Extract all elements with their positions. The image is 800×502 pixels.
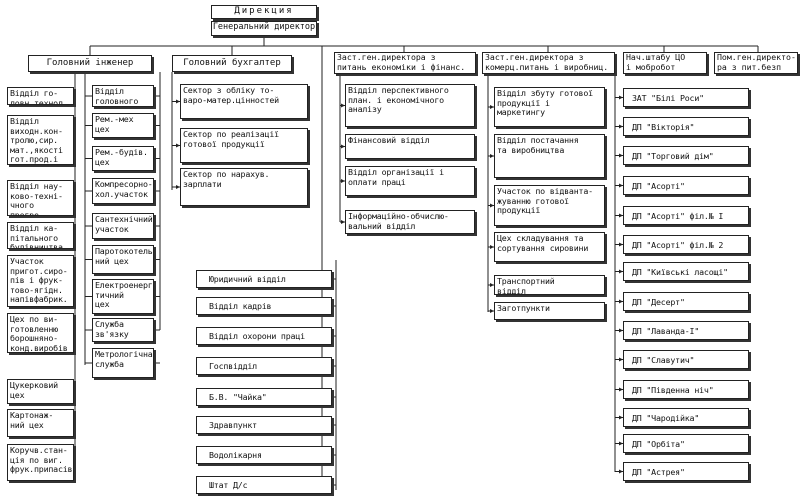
accountant-sector: Сектор по нарахув. зарплати — [180, 168, 308, 206]
commerce-unit: Заготпункти — [494, 302, 605, 320]
engineer-left-unit: Відділ нау- ково-техні- чного прогре- су — [7, 180, 74, 216]
chief-of-staff-box: Нач.штабу ЦО і мобробот — [623, 52, 707, 74]
accountant-sector: Сектор по реалізації готової продукції — [180, 128, 308, 163]
deputy-economics-box: Заст.ген.директора з питань економіки і … — [334, 52, 476, 74]
general-unit: Юридичний відділ — [196, 270, 332, 288]
general-unit: Госпвідділ — [196, 357, 332, 375]
economics-unit: Відділ перспективного план. і економічно… — [345, 84, 475, 127]
subsidiary: ДП "Астрея" — [623, 462, 749, 481]
engineer-right-unit: Рем.-будів. цех — [92, 146, 154, 171]
arrow-head — [619, 95, 623, 100]
arrow-head — [619, 183, 623, 188]
economics-unit: Фінансовий відділ — [345, 134, 475, 159]
subsidiary: ЗАТ "Білі Роси" — [623, 88, 749, 107]
arrow-head — [490, 105, 494, 109]
engineer-right-unit: Служба зв'язку — [92, 318, 154, 342]
arrow-head — [619, 153, 623, 158]
general-unit: Здравпункт — [196, 416, 332, 434]
engineer-right-unit: Відділ головного механіка — [92, 85, 154, 107]
engineer-right-unit: Рем.-мех цех — [92, 113, 154, 138]
subsidiary: ДП "Південна ніч" — [623, 380, 749, 399]
engineer-right-unit: Метрологічна служба — [92, 348, 154, 378]
engineer-left-unit: Відділ го- ловн.технол. — [7, 87, 74, 105]
arrow-head — [490, 283, 494, 287]
engineer-left-unit: Відділ ка- пітального будівництва — [7, 222, 74, 249]
accountant-sector: Сектор з обліку то- варо-матер.цінностей — [180, 84, 308, 119]
subsidiary: ДП "Київські ласощі" — [623, 262, 749, 281]
subsidiary: ДП "Асорті" філ.№ 2 — [623, 235, 749, 254]
subsidiary: ДП "Славутич" — [623, 350, 749, 369]
engineer-right-unit: Сантехнічний участок — [92, 213, 154, 239]
arrow-head — [176, 99, 180, 104]
chief-accountant-box: Головний бухгалтер — [172, 55, 292, 72]
arrow-head — [619, 124, 623, 129]
engineer-left-unit: Коручв.стан- ція по виг. фрук.припасів — [7, 444, 74, 481]
commerce-unit: Відділ збуту готової продукції і маркети… — [494, 87, 605, 127]
subsidiary: ДП "Вікторія" — [623, 117, 749, 136]
engineer-right-unit: Електроенерге- тичний цех — [92, 279, 154, 314]
arrow-head — [341, 220, 345, 224]
arrow-head — [619, 213, 623, 218]
arrow-head — [619, 328, 623, 333]
arrow-head — [341, 179, 345, 183]
chief-engineer-box: Головний інженер — [28, 55, 152, 72]
arrow-head — [619, 269, 623, 274]
engineer-left-unit: Цех по ви- готовленню борошняно- конд.ви… — [7, 313, 74, 353]
general-unit: Б.В. "Чайка" — [196, 388, 332, 406]
arrow-head — [619, 441, 623, 446]
arrow-head — [490, 245, 494, 249]
engineer-left-unit: Картонаж- ний цех — [7, 409, 74, 437]
engineer-left-unit: Відділ виходн.кон- тролю,сир. мат.,якост… — [7, 115, 74, 165]
arrow-head — [176, 185, 180, 189]
arrow-head — [619, 469, 623, 474]
subsidiary: ДП "Чародійка" — [623, 408, 749, 427]
engineer-left-unit: Участок пригот.сиро- пів і фрук- тово-яг… — [7, 255, 74, 307]
subsidiary: ДП "Торговий дім" — [623, 146, 749, 165]
arrow-head — [490, 203, 494, 208]
commerce-unit: Відділ постачання та виробництва — [494, 134, 605, 178]
economics-unit: Відділ організації і оплати праці — [345, 166, 475, 196]
general-unit: Відділ кадрів — [196, 297, 332, 315]
arrow-head — [490, 154, 494, 158]
arrow-head — [619, 357, 623, 362]
engineer-right-unit: Паротокотель- ний цех — [92, 245, 154, 274]
subsidiary: ДП "Десерт" — [623, 292, 749, 311]
arrow-head — [619, 387, 623, 392]
arrow-head — [619, 299, 623, 304]
subsidiary: ДП "Орбіта" — [623, 434, 749, 453]
commerce-unit: Цех складування та сортування сировини — [494, 232, 605, 262]
commerce-unit: Транспортний відділ — [494, 275, 605, 295]
arrow-head — [619, 415, 623, 420]
general-director-box: Генеральний директор — [211, 21, 317, 36]
arrow-head — [490, 309, 494, 313]
direction-title: Дирекция — [211, 5, 317, 19]
economics-unit: Інформаційно-обчислю- вальний відділ — [345, 210, 475, 234]
general-unit: Відділ охорони праці — [196, 327, 332, 345]
subsidiary: ДП "Асорті" філ.№ І — [623, 206, 749, 225]
arrow-head — [619, 242, 623, 247]
subsidiary: ДП "Лаванда-І" — [623, 321, 749, 340]
subsidiary: ДП "Асорті" — [623, 176, 749, 195]
engineer-left-unit: Цукерковий цех — [7, 379, 74, 404]
engineer-right-unit: Компресорно- хол.участок — [92, 178, 154, 204]
assistant-box: Пом.ген.директо- ра з пит.безп — [714, 52, 798, 74]
arrow-head — [341, 144, 345, 149]
deputy-commerce-box: Заст.ген.директора з комерц.питань і вир… — [482, 52, 615, 74]
general-unit: Штат Д/с — [196, 476, 332, 494]
general-unit: Водолікарня — [196, 446, 332, 464]
commerce-unit: Участок по відванта- жуванню готової про… — [494, 185, 605, 226]
arrow-head — [176, 143, 180, 148]
arrow-head — [341, 103, 345, 108]
